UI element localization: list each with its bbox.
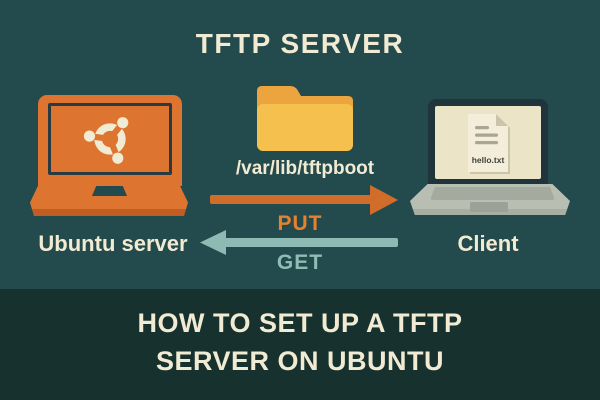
page-title: TFTP SERVER	[195, 28, 405, 59]
put-arrow-head	[370, 185, 398, 215]
folder-icon	[257, 86, 353, 157]
put-arrow-shaft	[210, 195, 372, 204]
tftp-directory-path: /var/lib/tftpboot	[235, 158, 375, 179]
client-laptop-screen: hello.txt	[435, 106, 541, 179]
client-laptop-base	[410, 184, 570, 215]
ubuntu-laptop-base	[30, 186, 188, 216]
arrow-right-icon	[210, 185, 398, 215]
server-label: Ubuntu server	[38, 231, 188, 256]
client-laptop-trackpad	[470, 202, 508, 212]
ubuntu-laptop-screen	[48, 103, 172, 175]
footer-heading-line2: SERVER ON UBUNTU	[155, 346, 445, 376]
ubuntu-laptop-icon	[38, 95, 182, 186]
get-label: GET	[276, 251, 324, 274]
ubuntu-laptop-notch	[92, 186, 127, 196]
put-label: PUT	[277, 212, 323, 235]
client-laptop-keyboard	[430, 187, 555, 200]
client-label: Client	[457, 231, 519, 256]
footer-band: HOW TO SET UP A TFTP SERVER ON UBUNTU	[0, 289, 600, 400]
arrow-left-icon	[200, 230, 398, 255]
get-arrow-shaft	[224, 238, 398, 247]
footer-heading: HOW TO SET UP A TFTP SERVER ON UBUNTU	[0, 289, 600, 380]
ubuntu-logo-icon	[83, 117, 129, 164]
document-icon: hello.txt	[468, 113, 508, 172]
footer-heading-line1: HOW TO SET UP A TFTP	[137, 308, 463, 338]
file-name-label: hello.txt	[472, 155, 505, 165]
client-laptop-icon: hello.txt	[428, 99, 548, 184]
